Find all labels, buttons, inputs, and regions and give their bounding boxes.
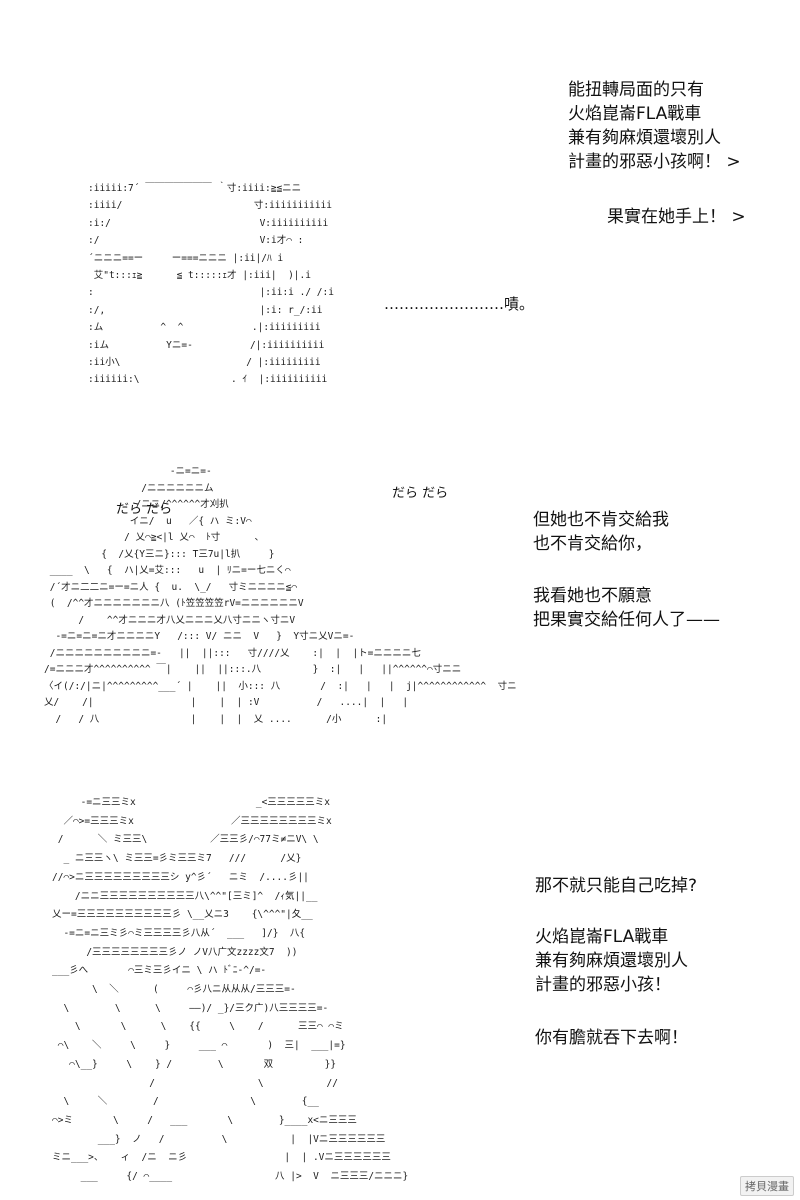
dialog-panel1-b: 果實在她手上！ > (607, 207, 746, 227)
sfx-dara-dara-left: だら だら (116, 502, 173, 517)
dialog-panel3-a: 那不就只能自己吃掉? (535, 876, 698, 896)
dialog-panel1-a: 能扭轉局面的只有 火焰崑崙FLA戰車 兼有夠麻煩還壞別人 計畫的邪惡小孩啊！ > (568, 80, 741, 172)
character-sweating-ascii-art: -ニ=ニ=- /ニニニニニニム /ニニ/^^^^^^才刈扒 イニ/ u ／{ ハ… (44, 466, 517, 725)
dialog-panel3-c: 你有膽就吞下去啊！ (535, 1028, 688, 1048)
panel-3: -=ニ三三ミx _<三三三三三ミx ／⌒>=三三三ミx ／三三三三三三三三ミx … (0, 790, 800, 1200)
character-face-ascii-art: :iiiii:7´ ￣￣￣￣￣￣￣ ｀寸:iiii:≧≦ニニ :iiii/ 寸:… (88, 183, 334, 386)
site-watermark: 拷貝漫畫 (740, 1176, 794, 1196)
dialog-panel3-b: 火焰崑崙FLA戰車 兼有夠麻煩還壞別人 計畫的邪惡小孩！ (535, 927, 688, 995)
dialog-panel2-a: 但她也不肯交給我 也不肯交給你， (533, 510, 669, 554)
panel-1: :iiiii:7´ ￣￣￣￣￣￣￣ ｀寸:iiii:≧≦ニニ :iiii/ 寸:… (0, 0, 800, 420)
panel-2: -ニ=ニ=- /ニニニニニニム /ニニ/^^^^^^才刈扒 イニ/ u ／{ ハ… (0, 440, 800, 780)
dialog-panel1-c: ……………………嘖。 (384, 295, 535, 313)
character-leaping-ascii-art: -=ニ三三ミx _<三三三三三ミx ／⌒>=三三三ミx ／三三三三三三三三ミx … (52, 797, 409, 1183)
dialog-panel2-b: 我看她也不願意 把果實交給任何人了—— (533, 586, 720, 630)
sfx-dara-dara-right: だら だら (392, 486, 449, 501)
